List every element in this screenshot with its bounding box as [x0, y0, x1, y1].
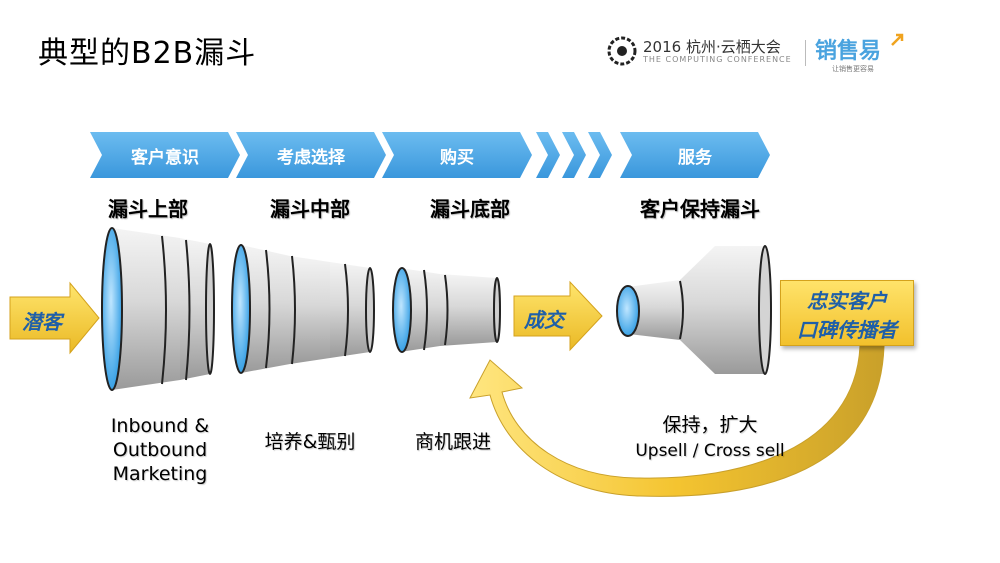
event-subtitle: THE COMPUTING CONFERENCE — [643, 55, 792, 64]
bottom-funnel-description: 商机跟进 — [414, 431, 491, 453]
prospect-label: 潜客 — [22, 310, 62, 334]
top-funnel-line-2: Outbound — [112, 439, 208, 461]
chevron-small-1 — [536, 132, 560, 178]
middle-funnel-description: 培养&甄别 — [264, 431, 356, 453]
stage-label-awareness: 客户意识 — [131, 148, 199, 168]
retention-line-1: 保持，扩大 — [662, 414, 758, 436]
stage-label-consideration: 考虑选择 — [277, 148, 345, 168]
logo-divider — [805, 40, 806, 66]
funnel-retention — [616, 245, 772, 375]
funnel-top — [101, 227, 215, 391]
loyal-customer-box: 忠实客户 口碑传播者 — [780, 280, 914, 346]
section-label-top: 漏斗上部 — [108, 197, 188, 221]
prospect-arrow — [9, 281, 100, 355]
section-label-middle: 漏斗中部 — [270, 197, 350, 221]
funnel-middle — [231, 244, 375, 374]
chevron-small-3 — [588, 132, 612, 178]
chevron-bar — [90, 132, 770, 178]
return-curve-arrow — [469, 345, 885, 497]
stage-label-service: 服务 — [678, 148, 712, 168]
top-funnel-line-3: Marketing — [112, 463, 208, 485]
chevron-small-2 — [562, 132, 586, 178]
section-label-retention: 客户保持漏斗 — [640, 197, 760, 221]
chevron-awareness — [90, 132, 240, 178]
deal-label: 成交 — [524, 308, 564, 332]
top-funnel-description: Inbound & Outbound Marketing — [100, 414, 220, 486]
deal-arrow — [513, 280, 603, 352]
top-funnel-line-1: Inbound & — [110, 415, 210, 437]
brand-arrow-icon — [891, 33, 904, 46]
section-label-bottom: 漏斗底部 — [430, 197, 510, 221]
brand-name: 销售易 — [815, 39, 882, 64]
retention-description: 保持，扩大 Upsell / Cross sell — [620, 412, 800, 464]
brand-tagline: 让销售更容易 — [832, 65, 874, 73]
chevron-service — [620, 132, 770, 178]
chevron-consideration — [236, 132, 386, 178]
conference-logo-icon — [607, 36, 637, 66]
retention-line-2: Upsell / Cross sell — [635, 441, 785, 461]
loyal-line-1: 忠实客户 — [807, 289, 887, 313]
funnel-bottom — [392, 267, 501, 353]
event-name: 2016 杭州·云栖大会 — [643, 38, 781, 56]
chevron-purchase — [382, 132, 532, 178]
loyal-line-2: 口碑传播者 — [797, 318, 897, 342]
page-title: 典型的B2B漏斗 — [38, 36, 257, 71]
stage-label-purchase: 购买 — [440, 148, 474, 168]
